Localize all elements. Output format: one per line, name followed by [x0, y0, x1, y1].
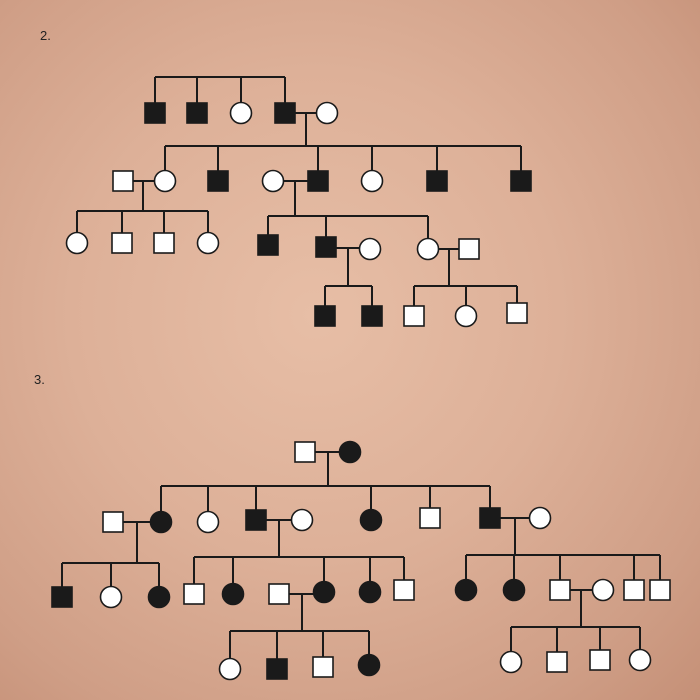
unaffected-male-square: [111, 232, 133, 254]
unaffected-female-circle: [218, 657, 242, 681]
affected-female-circle: [357, 653, 381, 677]
affected-male-square: [274, 102, 296, 124]
affected-female-circle: [147, 585, 171, 609]
unaffected-male-square: [419, 507, 441, 529]
affected-male-square: [510, 170, 532, 192]
unaffected-male-square: [546, 651, 568, 673]
unaffected-female-circle: [358, 237, 382, 261]
unaffected-male-square: [506, 302, 528, 324]
unaffected-male-square: [294, 441, 316, 463]
unaffected-female-circle: [290, 508, 314, 532]
unaffected-female-circle: [499, 650, 523, 674]
unaffected-male-square: [403, 305, 425, 327]
affected-male-square: [315, 236, 337, 258]
affected-female-circle: [359, 508, 383, 532]
unaffected-female-circle: [591, 578, 615, 602]
unaffected-female-circle: [261, 169, 285, 193]
affected-male-square: [186, 102, 208, 124]
unaffected-female-circle: [229, 101, 253, 125]
unaffected-female-circle: [416, 237, 440, 261]
affected-female-circle: [358, 580, 382, 604]
unaffected-male-square: [312, 656, 334, 678]
affected-male-square: [266, 658, 288, 680]
unaffected-female-circle: [454, 304, 478, 328]
affected-female-circle: [221, 582, 245, 606]
unaffected-male-square: [183, 583, 205, 605]
unaffected-male-square: [589, 649, 611, 671]
unaffected-male-square: [153, 232, 175, 254]
unaffected-male-square: [458, 238, 480, 260]
unaffected-female-circle: [315, 101, 339, 125]
unaffected-male-square: [649, 579, 671, 601]
affected-male-square: [207, 170, 229, 192]
unaffected-female-circle: [360, 169, 384, 193]
unaffected-female-circle: [99, 585, 123, 609]
affected-male-square: [257, 234, 279, 256]
affected-female-circle: [149, 510, 173, 534]
unaffected-male-square: [112, 170, 134, 192]
unaffected-male-square: [268, 583, 290, 605]
unaffected-female-circle: [528, 506, 552, 530]
unaffected-male-square: [623, 579, 645, 601]
affected-male-square: [479, 507, 501, 529]
unaffected-female-circle: [196, 510, 220, 534]
problem-2-number: 2.: [40, 28, 51, 43]
unaffected-female-circle: [65, 231, 89, 255]
affected-male-square: [51, 586, 73, 608]
unaffected-female-circle: [196, 231, 220, 255]
unaffected-female-circle: [628, 648, 652, 672]
affected-male-square: [144, 102, 166, 124]
affected-male-square: [307, 170, 329, 192]
affected-female-circle: [338, 440, 362, 464]
unaffected-male-square: [102, 511, 124, 533]
affected-female-circle: [312, 580, 336, 604]
affected-male-square: [245, 509, 267, 531]
affected-male-square: [361, 305, 383, 327]
unaffected-female-circle: [153, 169, 177, 193]
problem-3-number: 3.: [34, 372, 45, 387]
unaffected-male-square: [549, 579, 571, 601]
affected-female-circle: [454, 578, 478, 602]
affected-female-circle: [502, 578, 526, 602]
unaffected-male-square: [393, 579, 415, 601]
affected-male-square: [314, 305, 336, 327]
affected-male-square: [426, 170, 448, 192]
